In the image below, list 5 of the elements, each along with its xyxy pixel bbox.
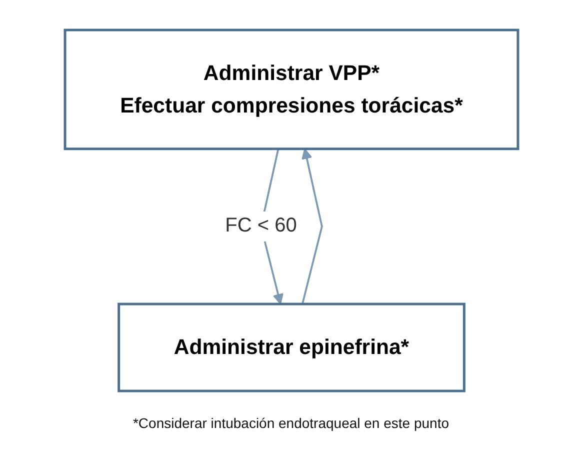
edge-label: FC < 60 — [224, 215, 296, 236]
arrow — [301, 148, 322, 304]
node-box: Administrar VPP* Efectuar compresiones torácicas* — [63, 28, 519, 150]
footnote: *Considerar intubación endotraqueal en este punto — [132, 415, 449, 431]
node-box: Administrar epinefrina* — [117, 302, 465, 392]
